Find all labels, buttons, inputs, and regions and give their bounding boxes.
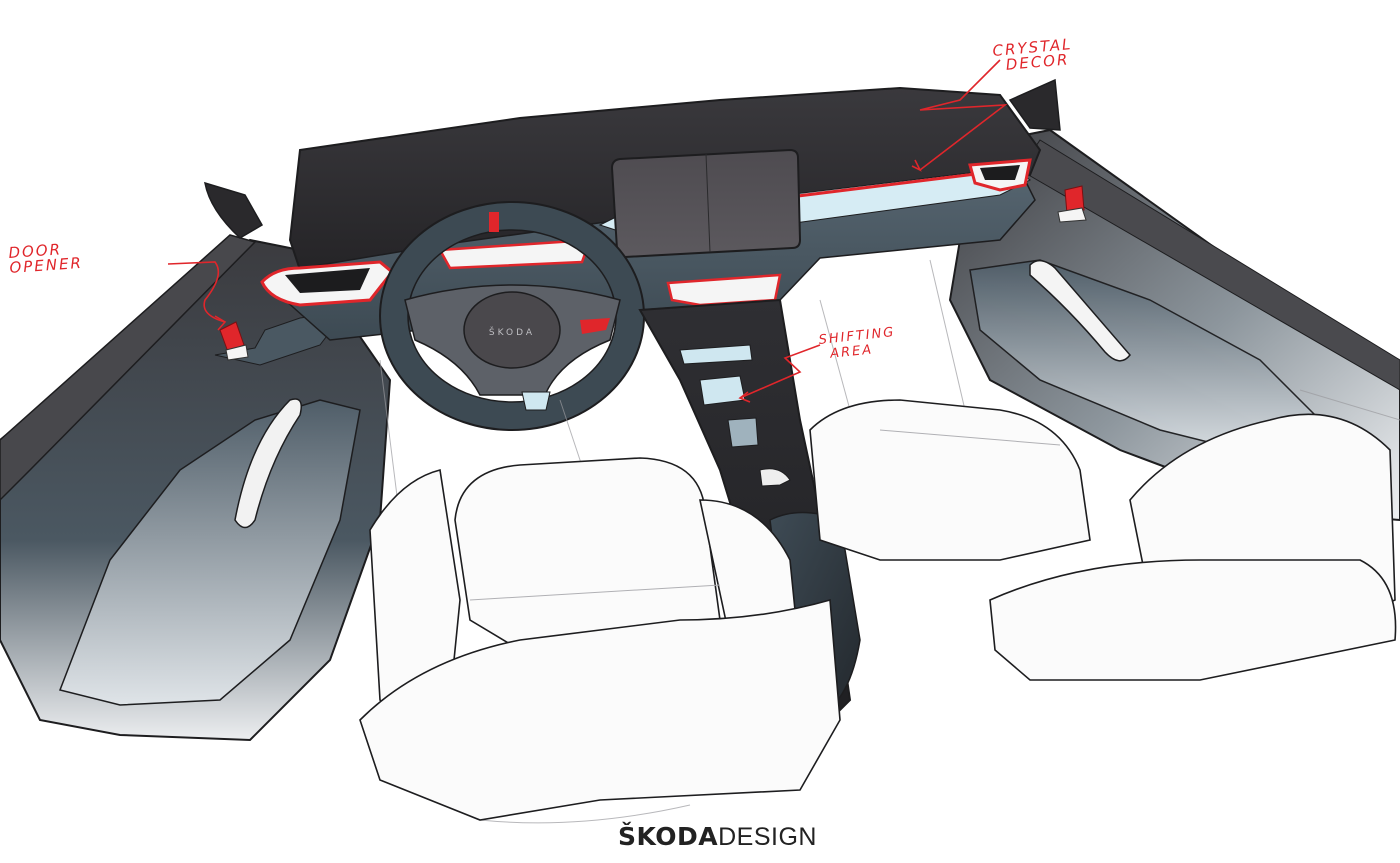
annotation-crystal-decor: CRYSTAL DECOR [992,35,1074,74]
right-door-opener-red [1057,185,1087,223]
driver-seat [359,457,841,821]
brand-light: DESIGN [718,823,817,851]
annotation-door-opener: DOOR OPENER [8,240,84,277]
annotation-arrows [167,59,1008,403]
console-touch-display [699,375,746,406]
gear-selector [727,417,759,448]
brand-bold: ŠKODA [618,822,719,851]
shifting-area-arrow [739,344,821,399]
left-door-panel [0,181,392,742]
passenger-seat [809,399,1397,681]
steering-wheel: ŠKODA [379,201,645,431]
center-infotainment-screen [610,148,802,259]
skoda-design-logo: ŠKODADESIGN [618,822,817,852]
crystal-decor-arrow [919,59,1008,171]
right-door-handle [1029,259,1131,362]
steering-top-marker [489,212,499,232]
steering-hub [463,291,561,369]
steering-hub-logo: ŠKODA [489,326,535,338]
left-door-handle [234,398,302,529]
right-mirror-triangle [1008,78,1061,131]
door-opener-arrow [167,261,226,323]
left-door-opener-red [219,321,249,361]
left-mirror-triangle [204,181,264,239]
